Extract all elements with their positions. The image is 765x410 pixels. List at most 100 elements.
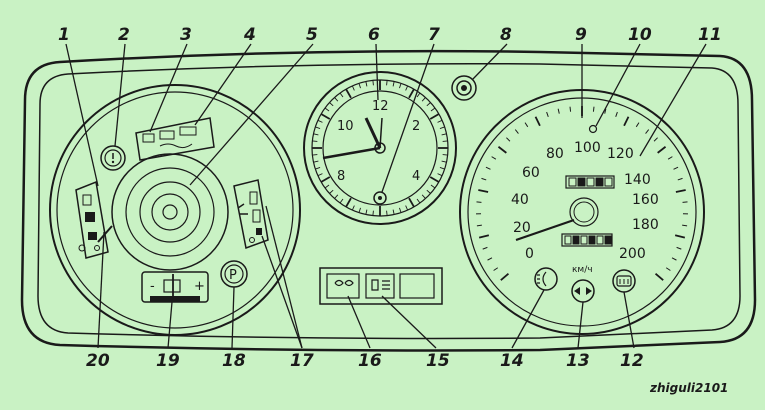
callout-15: 15 [426,351,450,371]
tick-mark [417,199,420,203]
turn-signal-indicator-icon [572,280,594,302]
callout-16: 16 [358,351,382,371]
callout-14: 14 [500,351,524,371]
tick-mark [570,107,571,112]
tick-mark [430,177,439,182]
speed-label-140: 140 [624,172,651,188]
callout-3: 3 [180,25,192,45]
tick-mark [359,208,361,213]
tick-mark [406,86,408,91]
tick-mark [678,178,683,180]
tick-mark [393,210,394,215]
speed-label-80: 80 [546,146,564,162]
tick-mark [498,147,506,153]
callout-13: 13 [566,351,590,371]
tick-mark [346,89,351,98]
odometer-digit-cell [605,178,612,186]
tick-mark [483,247,488,249]
tick-mark [393,81,394,86]
fuel-gauge-minus: - [150,279,155,294]
callout-20: 20 [86,351,110,371]
speed-label-40: 40 [511,192,529,208]
tick-mark [616,112,618,117]
speed-label-200: 200 [619,246,646,262]
tick-mark [636,123,639,127]
odometer-digit-cell [565,236,571,244]
tick-mark [536,117,540,126]
tick-mark [313,134,318,135]
odometer-digit-cell [589,236,595,244]
tick-mark [312,141,317,142]
tick-mark [387,80,388,85]
tick-mark [422,195,425,199]
tick-mark [329,190,333,193]
odometer-digit-cell [578,178,585,186]
callout-19: 19 [156,351,180,371]
tick-mark [409,89,414,98]
tick-mark [340,199,343,203]
tick-mark [547,112,549,117]
speed-label-0: 0 [525,246,534,262]
tick-mark [430,114,439,119]
tick-mark [506,138,510,142]
tick-mark [318,174,323,176]
speed-label-180: 180 [632,217,659,233]
clock-numeral-4: 4 [412,169,420,184]
watermark: zhiguli2101 [649,381,728,395]
tick-mark [501,274,509,280]
tick-mark [515,130,518,134]
tick-mark [366,81,367,86]
odometer-digit-cell [596,178,603,186]
speed-unit: км/ч [572,265,593,275]
tick-mark [494,268,498,271]
tick-mark [312,155,317,156]
odometer-digit-cell [605,236,611,244]
callout-6: 6 [368,25,380,45]
tick-mark [492,157,496,160]
speed-label-100: 100 [574,140,601,156]
speed-label-160: 160 [632,192,659,208]
tick-mark [440,127,445,129]
fuel-gauge-plus: + [194,279,205,294]
tick-mark [431,185,435,188]
tick-mark [329,102,333,105]
tick-mark [654,138,658,142]
clock-numeral-12: 12 [372,99,389,114]
fog-lamp-indicator-icon [535,268,557,290]
tick-mark [325,185,329,188]
tick-mark [359,83,361,88]
tick-mark [373,211,374,216]
tick-mark [387,211,388,216]
tick-mark [558,109,559,114]
speed-label-120: 120 [607,146,634,162]
tick-mark [624,117,628,126]
tick-mark [438,120,443,122]
tick-mark [443,155,448,156]
tick-mark [675,235,685,237]
callout-18: 18 [222,351,246,371]
tick-mark [479,235,489,237]
tick-mark [672,258,676,260]
tick-mark [315,167,320,169]
tick-mark [340,93,343,97]
tick-mark [409,198,414,207]
tick-mark [366,210,367,215]
indicator-strip-top [136,118,214,160]
callout-12: 12 [620,351,644,371]
tick-mark [427,102,431,105]
tick-mark [321,177,330,182]
callout-4: 4 [243,25,256,45]
callout-10: 10 [628,25,652,45]
odometer-digit-cell [597,236,603,244]
tick-mark [422,97,425,101]
tick-mark [427,190,431,193]
tick-mark [668,157,672,160]
speed-label-60: 60 [522,165,540,181]
warning-lamp-icon [101,146,125,170]
tick-mark [321,114,330,119]
tick-mark [318,120,323,122]
tick-mark [442,161,447,162]
tick-mark [399,208,401,213]
tick-mark [399,83,401,88]
